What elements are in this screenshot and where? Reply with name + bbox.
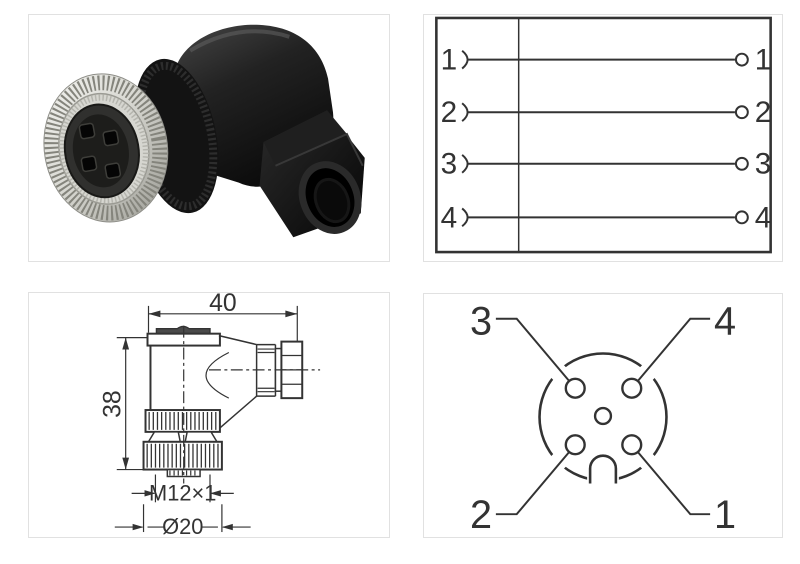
contact-arc-icon — [461, 49, 469, 70]
dimension-38: 38 — [100, 337, 162, 471]
elbow-inner-curve — [205, 351, 230, 399]
pin-2-hole — [564, 434, 586, 456]
socket-face — [63, 103, 140, 199]
cable-entry-hole — [298, 161, 362, 234]
leader-pin1 — [637, 451, 711, 516]
dimension-drawing-panel: 40 38 — [28, 292, 390, 538]
dimension-drawing: 40 38 — [100, 293, 321, 537]
wire-row-2: 2 2 — [441, 96, 772, 129]
waist-detail — [147, 431, 219, 443]
terminal-circle-icon — [734, 156, 749, 171]
keyway-notch — [588, 454, 618, 484]
pin-1-hole — [621, 434, 643, 456]
connector-photo — [43, 24, 365, 238]
pin-label-2: 2 — [470, 493, 492, 537]
center-hole — [593, 406, 613, 426]
terminal-circle-icon — [734, 105, 749, 120]
pin-label-4: 4 — [714, 300, 736, 344]
wiring-diagram: 1 1 2 2 3 3 4 4 — [435, 16, 772, 254]
pin-3-hole — [564, 377, 586, 399]
arrowhead-left-icon — [209, 490, 221, 497]
pin-label-1: 1 — [714, 493, 736, 537]
arrowhead-up-icon — [122, 337, 130, 350]
upper-knurl-ring — [144, 409, 221, 433]
wiring-frame — [435, 16, 772, 254]
terminal-circle-icon — [734, 52, 749, 67]
contact-arc-icon — [461, 154, 469, 174]
dimension-diameter: Ø20 — [114, 504, 251, 537]
socket-contacts — [78, 122, 122, 180]
leader-lines — [495, 317, 711, 516]
connector-outline — [142, 325, 321, 484]
terminal-circle-icon — [734, 210, 749, 225]
arrowhead-right-icon — [285, 310, 298, 318]
dimension-m12: M12×1 — [131, 474, 234, 505]
pin-label-3: 3 — [470, 300, 492, 344]
leader-pin3 — [495, 317, 570, 382]
arrowhead-left-icon — [148, 310, 161, 318]
pins — [564, 377, 643, 456]
wire-row-4: 4 4 — [441, 201, 772, 234]
dimension-40: 40 — [147, 293, 298, 349]
wire-left-label: 3 — [441, 148, 458, 181]
wire-left-label: 1 — [441, 44, 458, 77]
wire-left-label: 4 — [441, 201, 458, 234]
contact-arc-icon — [461, 207, 469, 228]
lower-knurl-ring — [142, 440, 223, 471]
width-dim-label: 40 — [209, 293, 237, 317]
height-dim-label: 38 — [100, 390, 127, 418]
pinout-panel: 3 4 2 1 — [423, 293, 783, 538]
leader-pin2 — [495, 451, 570, 516]
wire-left-label: 2 — [441, 96, 458, 129]
arrowhead-right-icon — [144, 490, 156, 497]
wire-row-1: 1 1 — [441, 44, 772, 77]
pinout-diagram: 3 4 2 1 — [470, 300, 736, 537]
wire-right-label: 2 — [755, 96, 772, 129]
pin-4-hole — [621, 377, 643, 399]
diameter-dim-label: Ø20 — [162, 514, 203, 537]
arrowhead-down-icon — [122, 457, 130, 470]
contact-arc-icon — [461, 102, 469, 122]
wire-right-label: 4 — [755, 201, 772, 234]
wire-right-label: 3 — [755, 148, 772, 181]
wire-right-label: 1 — [755, 44, 772, 77]
arrowhead-left-icon — [221, 523, 233, 531]
thread-dim-label: M12×1 — [149, 480, 216, 505]
product-photo-panel — [28, 14, 390, 262]
wire-row-3: 3 3 — [441, 148, 772, 181]
arrowhead-right-icon — [132, 523, 144, 531]
leader-pin4 — [637, 317, 711, 382]
wiring-diagram-panel: 1 1 2 2 3 3 4 4 — [423, 14, 783, 262]
